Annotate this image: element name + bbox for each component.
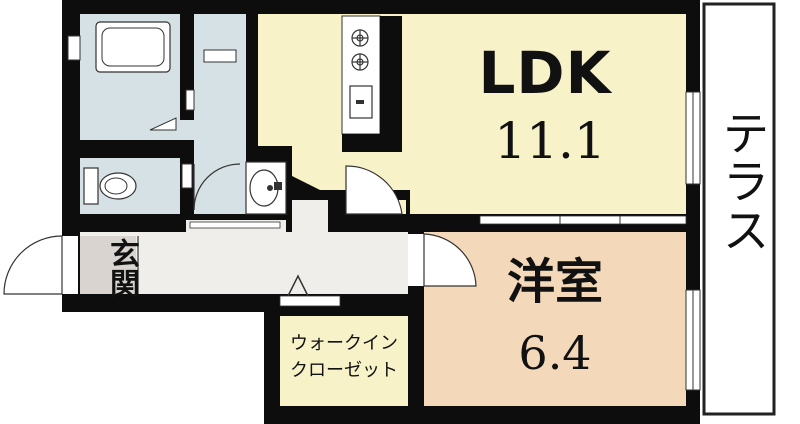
walk-in-closet-label: ウォークイン クローゼット (284, 330, 404, 384)
kitchen-wall (380, 16, 402, 152)
ldk-door-swing (345, 165, 403, 215)
walk-in-closet (280, 316, 408, 406)
walk-in-closet-line2: クローゼット (290, 360, 398, 381)
terrace-char: ラ (723, 155, 769, 210)
western-room-area-value: 6.4 (518, 326, 592, 380)
sliding-door (479, 215, 687, 225)
bathtub-icon (95, 21, 171, 73)
entrance-door-swing (3, 235, 63, 295)
toilet-door-swing (193, 163, 241, 211)
toilet-icon (83, 167, 137, 205)
western-door-swing (423, 233, 477, 287)
kitchen-counter (341, 15, 381, 135)
terrace-char: テ (723, 107, 769, 161)
ldk-label: LDK (478, 39, 612, 107)
walk-in-closet-line1: ウォークイン (290, 333, 398, 354)
genkan-label: 玄関 (104, 238, 139, 298)
terrace-area (702, 2, 776, 416)
genkan-area (80, 236, 136, 294)
closet-door-arrow (287, 274, 309, 297)
western-room-label: 洋室 (506, 254, 603, 310)
terrace-label: テ ラ ス (718, 110, 774, 255)
ldk-area-value: 11.1 (494, 112, 606, 170)
kitchen-sink-icon (349, 85, 373, 119)
kitchen-wall-bottom (342, 134, 402, 152)
windows (685, 91, 701, 391)
washroom (194, 14, 246, 214)
terrace-char: ス (723, 203, 769, 258)
stove-burner-icon (351, 29, 369, 71)
